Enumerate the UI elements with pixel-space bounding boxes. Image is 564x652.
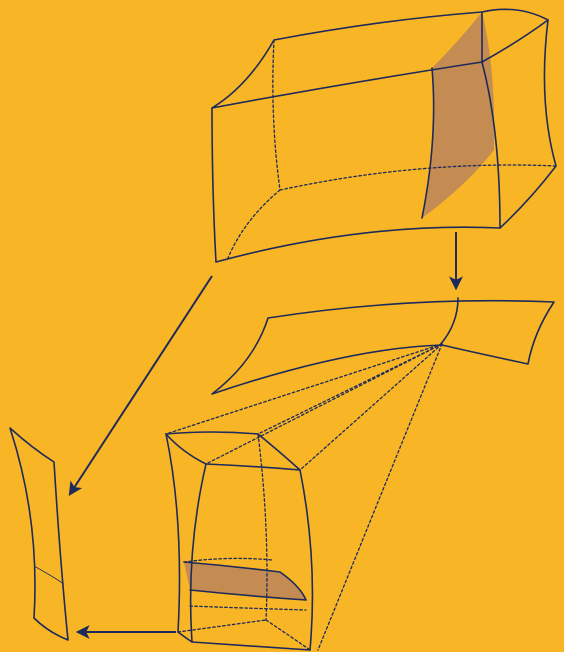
block-hidden-back-bottom — [280, 165, 556, 190]
arrow-block-to-plate — [70, 276, 212, 494]
prism-top-face — [166, 432, 300, 470]
prism-hidden-section-back — [184, 558, 272, 562]
curved-thin-plate — [10, 428, 68, 640]
prism-bottom-left-edge — [178, 632, 192, 642]
prism-bottom-front-edge — [192, 642, 310, 650]
prism-hidden-section-lower — [190, 606, 306, 610]
block-right-face — [500, 20, 556, 228]
plate-outline — [10, 428, 68, 640]
block-top-face — [212, 9, 548, 108]
prism-back-left-edge — [166, 434, 180, 632]
projection-line-5 — [318, 344, 442, 650]
projection-lines — [166, 344, 442, 650]
curved-block — [212, 9, 556, 262]
curved-slab — [212, 298, 554, 394]
projection-line-1 — [166, 344, 442, 434]
prism-front-left-edge — [191, 464, 206, 642]
prism-hidden-bottom-right — [266, 620, 310, 650]
slab-top-crease — [440, 298, 458, 345]
prism-front-right-edge — [300, 470, 312, 650]
tapered-prism — [166, 432, 312, 650]
slab-outline — [212, 301, 554, 394]
block-hidden-left-vertical — [273, 40, 280, 190]
plate-center-line — [34, 566, 64, 584]
